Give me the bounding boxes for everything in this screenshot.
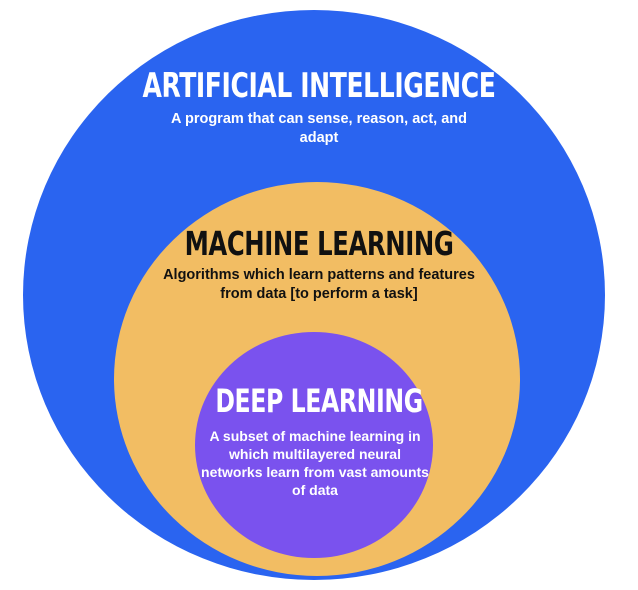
- ml-description: Algorithms which learn patterns and feat…: [163, 267, 475, 302]
- dl-description: A subset of machine learning in which mu…: [201, 428, 429, 498]
- ml-title: MACHINE LEARNING: [184, 224, 454, 263]
- dl-title: DEEP LEARNING: [215, 382, 423, 420]
- deep-learning-circle: [195, 332, 433, 558]
- ai-title: ARTIFICIAL INTELLIGENCE: [142, 66, 496, 106]
- ai-description: A program that can sense, reason, act, a…: [171, 111, 467, 146]
